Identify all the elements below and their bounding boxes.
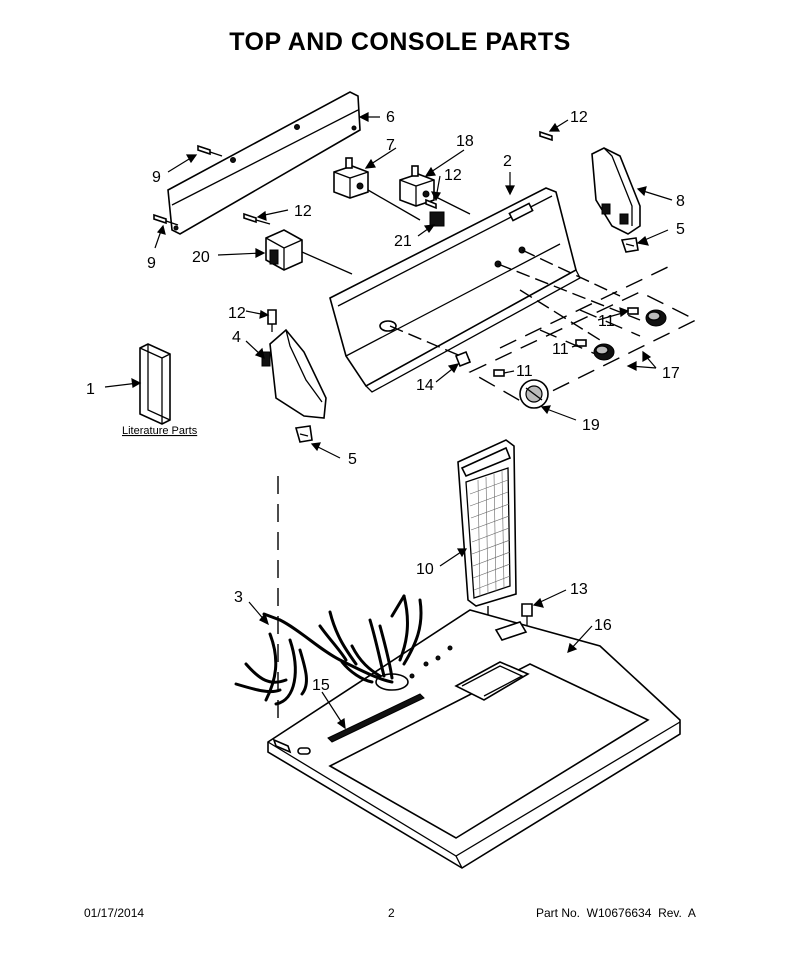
screw-12-switch <box>425 198 437 210</box>
part-6-console-rear-panel <box>167 91 361 235</box>
callout-14: 14 <box>416 377 434 394</box>
part-13-screw <box>521 603 533 630</box>
part-10-lint-screen <box>457 439 517 607</box>
screw-9-lower <box>153 213 179 226</box>
callout-11-middle: 11 <box>552 341 569 358</box>
callout-19: 19 <box>582 417 600 434</box>
callout-20: 20 <box>192 249 210 266</box>
part-5-clip-right <box>620 237 639 253</box>
callout-12-switch: 12 <box>444 167 462 184</box>
callout-21: 21 <box>394 233 412 250</box>
knob-lower <box>593 343 615 361</box>
part-20-timer <box>265 229 353 275</box>
part-11-clip-upper <box>627 307 639 315</box>
footer-date: 01/17/2014 <box>84 906 145 920</box>
page-title: TOP AND CONSOLE PARTS <box>229 28 571 56</box>
part-8-endcap-right <box>591 147 641 235</box>
part-17-knob-kit-outline <box>468 265 698 405</box>
callout-16: 16 <box>594 617 612 634</box>
literature-parts-label: Literature Parts <box>122 425 198 437</box>
callout-4: 4 <box>232 329 241 346</box>
part-19-timer-knob <box>519 379 549 409</box>
part-4-endcap-left <box>261 328 327 419</box>
callout-5-left: 5 <box>348 451 357 468</box>
callout-10: 10 <box>416 561 434 578</box>
part-16-top-panel <box>267 609 681 869</box>
callout-2: 2 <box>503 153 512 170</box>
part-1-literature <box>139 343 171 425</box>
part-11-clip-middle <box>575 339 587 347</box>
screw-9-upper <box>197 144 223 157</box>
callout-13: 13 <box>570 581 588 598</box>
part-3-wire-harness <box>234 594 423 706</box>
callout-leaders <box>104 112 673 730</box>
callout-18: 18 <box>456 133 474 150</box>
part-7-switch <box>333 157 369 199</box>
part-18-switch <box>399 165 435 207</box>
screw-12-timer <box>243 212 271 225</box>
callout-12-left: 12 <box>228 305 246 322</box>
callout-12-top-right: 12 <box>570 109 588 126</box>
screw-12-endcap-right <box>539 130 553 142</box>
part-15-seal-strip <box>327 693 425 743</box>
screw-12-endcap-left <box>267 309 277 332</box>
callout-9-lower: 9 <box>147 255 156 272</box>
callout-11-upper: 11 <box>598 313 615 330</box>
part-14-bushing <box>454 350 472 368</box>
callout-11-lower: 11 <box>516 363 533 380</box>
callout-6: 6 <box>386 109 395 126</box>
part-2-console <box>329 187 581 393</box>
callout-9-upper: 9 <box>152 169 161 186</box>
footer-page-number: 2 <box>388 906 395 920</box>
part-5-clip-left <box>294 425 313 443</box>
callout-7: 7 <box>386 137 395 154</box>
callout-12-timer: 12 <box>294 203 312 220</box>
part-11-clip-lower <box>493 369 505 377</box>
callout-17: 17 <box>662 365 680 382</box>
callout-15: 15 <box>312 677 330 694</box>
callout-5-right: 5 <box>676 221 685 238</box>
footer-part-number: Part No. W10676634 Rev. A <box>536 906 696 920</box>
callout-1: 1 <box>86 381 95 398</box>
part-21-clip <box>429 211 445 227</box>
callout-3: 3 <box>234 589 243 606</box>
callout-8: 8 <box>676 193 685 210</box>
knob-upper <box>645 309 667 327</box>
